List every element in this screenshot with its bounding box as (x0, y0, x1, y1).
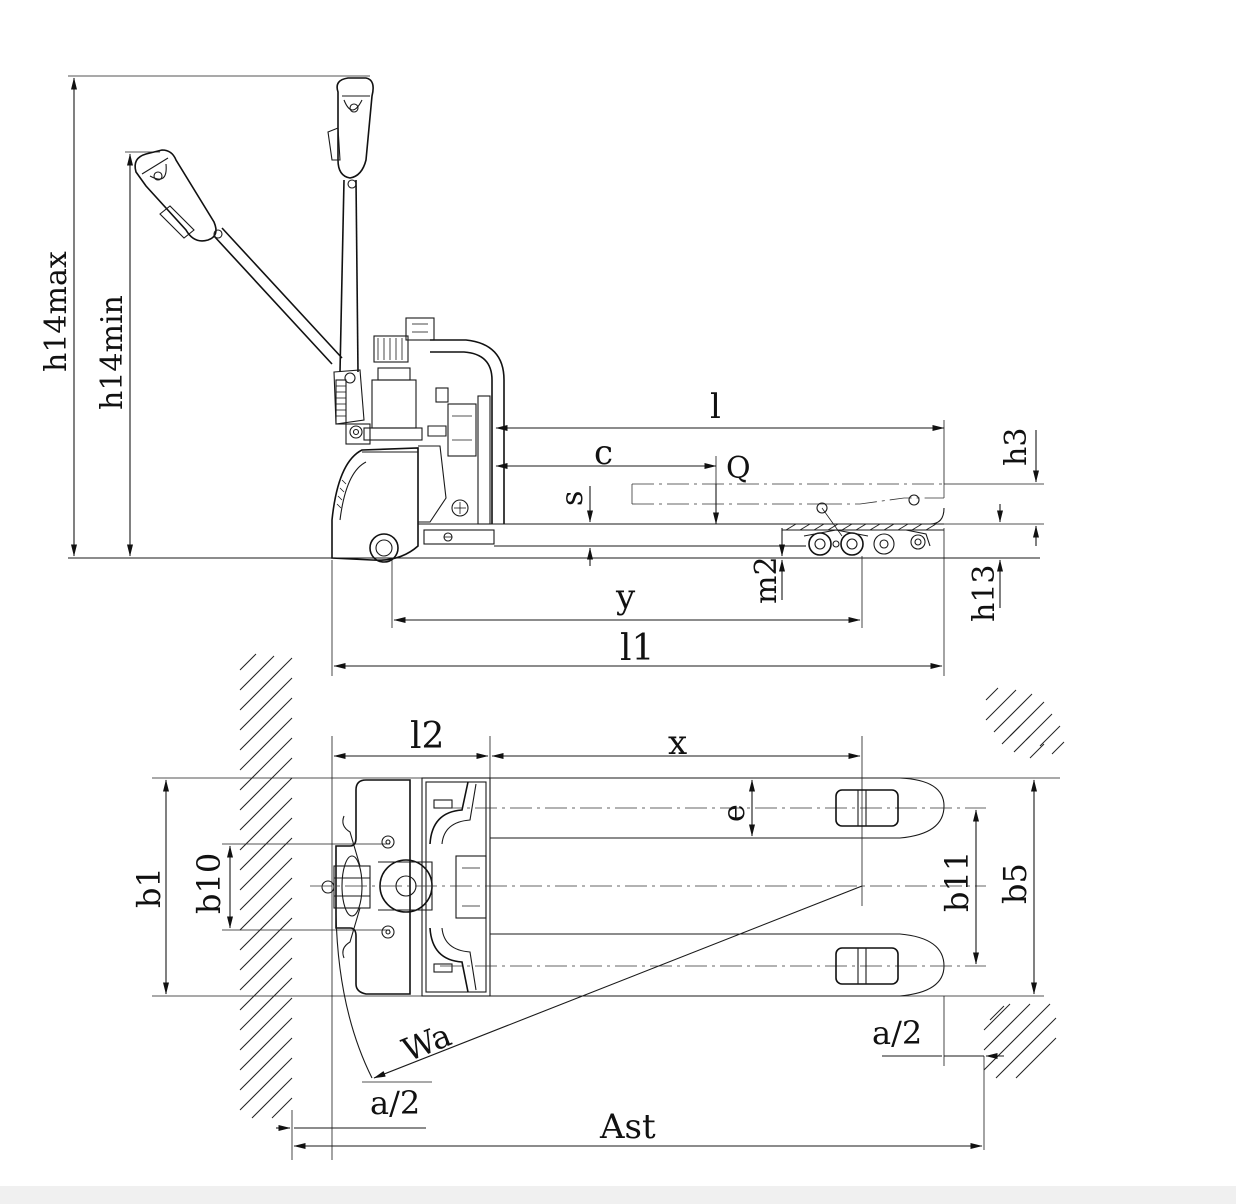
label-h13: h13 (967, 565, 1002, 623)
label-l2: l2 (410, 716, 444, 757)
label-b5: b5 (996, 863, 1034, 904)
label-l: l (710, 387, 721, 427)
label-a2-left: a/2 (370, 1084, 420, 1122)
label-b1: b1 (130, 867, 168, 908)
label-l1: l1 (620, 628, 654, 669)
right-bottom-wall-hatching (983, 1003, 1057, 1079)
label-a2-right: a/2 (872, 1014, 922, 1052)
right-top-wall-hatching (985, 687, 1065, 759)
label-m2: m2 (749, 556, 784, 604)
label-h14min: h14min (95, 295, 130, 410)
label-e: e (717, 804, 752, 822)
label-x: x (668, 723, 687, 763)
bottom-strip (0, 1186, 1236, 1204)
label-h3: h3 (999, 428, 1034, 466)
left-wall-hatching (239, 653, 293, 1119)
label-b10: b10 (190, 853, 228, 914)
label-b11: b11 (938, 851, 976, 912)
label-ast: Ast (599, 1107, 656, 1147)
label-h14max: h14max (39, 251, 74, 372)
label-s: s (555, 491, 590, 506)
label-y: y (615, 577, 636, 617)
label-q: Q (726, 451, 751, 486)
top-view (152, 653, 1065, 1160)
side-view (68, 75, 1044, 676)
label-c: c (594, 433, 613, 473)
dimension-labels: h14max h14min l c Q s h3 h13 m2 y l1 l2 … (39, 251, 1034, 1147)
label-wa: Wa (397, 1016, 457, 1070)
